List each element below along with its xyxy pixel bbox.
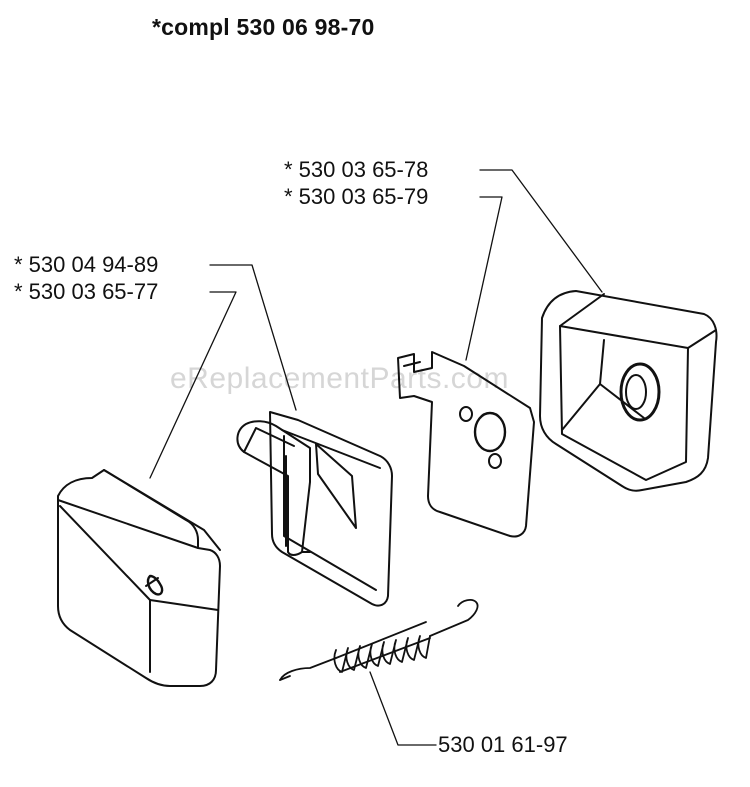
filter-housing	[57, 469, 221, 687]
gasket	[397, 351, 535, 538]
part-label-filter-insert-a: * 530 04 94-89	[14, 252, 159, 277]
leader-line-insert	[209, 264, 297, 411]
air-filter-cover	[539, 290, 718, 492]
filter-insert	[236, 411, 393, 607]
leader-line-filter	[149, 291, 237, 479]
part-label-filter-cover-a: * 530 03 65-78	[284, 157, 429, 182]
part-label-filter-cover-b: * 530 03 65-79	[284, 184, 429, 209]
watermark: eReplacementParts.com	[170, 362, 509, 395]
leader-line-cover	[479, 169, 603, 293]
assembly-title: *compl 530 06 98-70	[152, 14, 375, 40]
spring	[279, 599, 479, 681]
part-label-spring: 530 01 61-97	[438, 732, 568, 757]
leader-lines	[149, 169, 603, 746]
leader-line-spring	[369, 671, 437, 746]
leader-line-gasket	[465, 196, 503, 361]
part-label-filter-insert-b: * 530 03 65-77	[14, 279, 159, 304]
